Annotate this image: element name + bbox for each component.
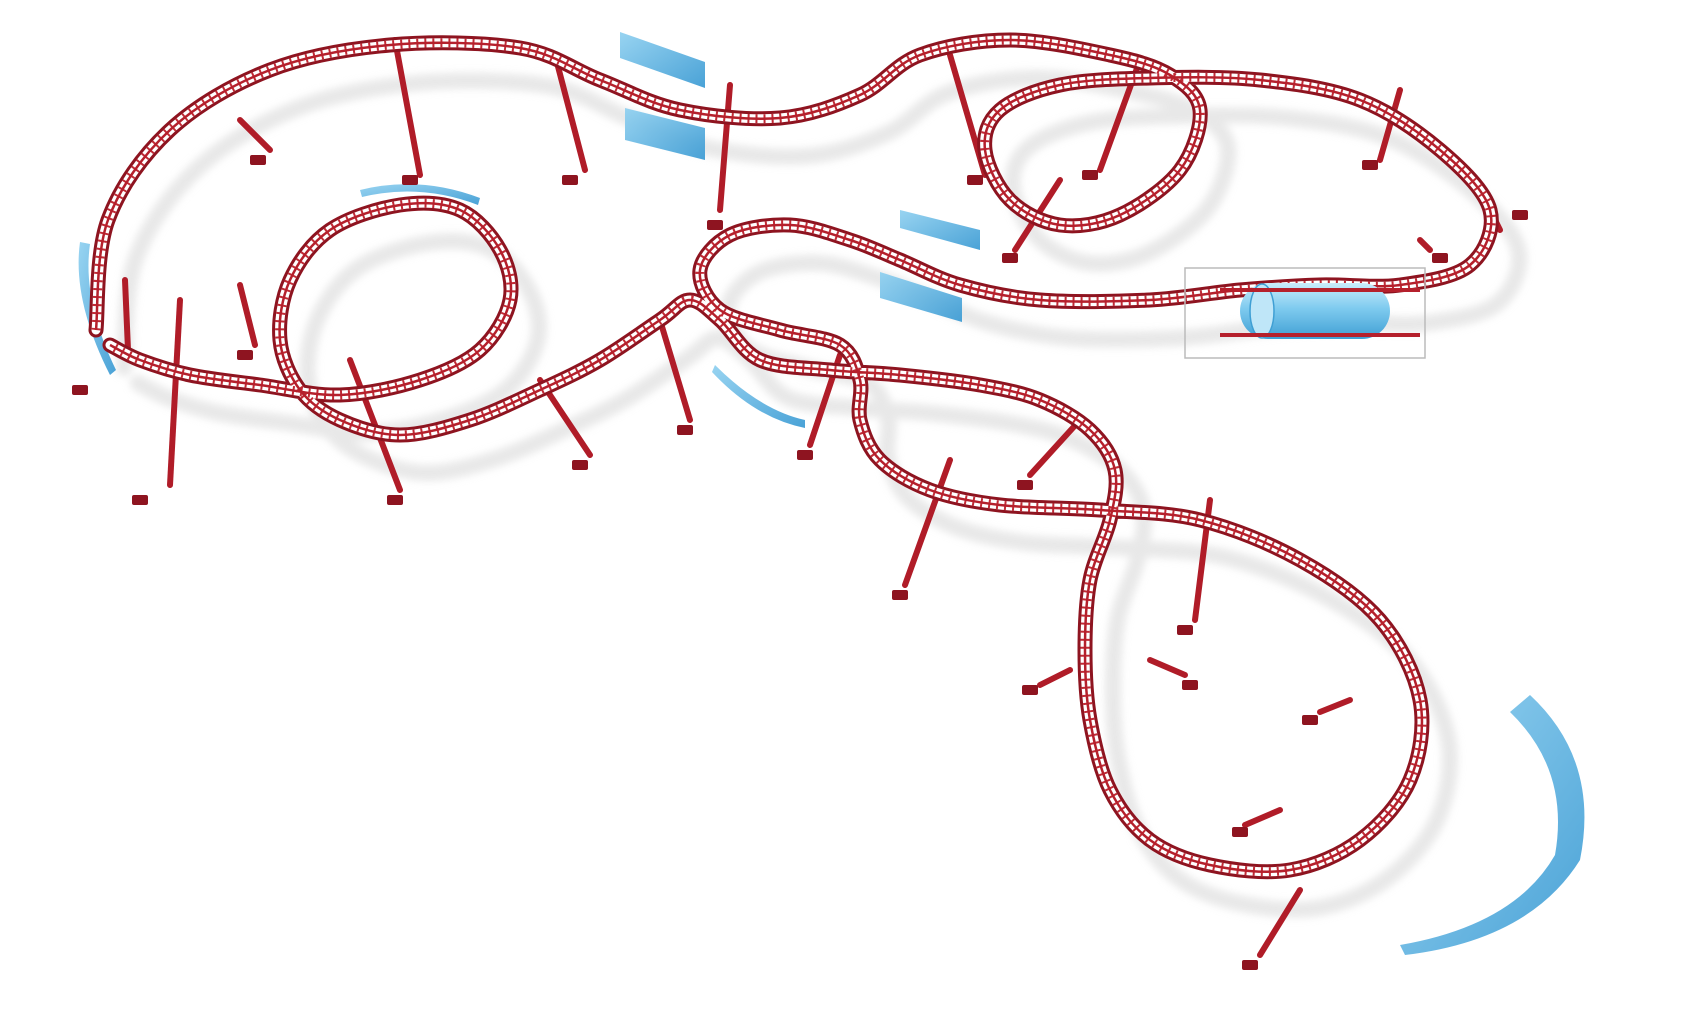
support-footing-16 xyxy=(892,590,908,600)
support-column-2 xyxy=(167,297,183,488)
guard-panel-1 xyxy=(78,242,116,375)
support-footing-19 xyxy=(1242,960,1258,970)
support-footing-2 xyxy=(132,495,148,505)
support-column-4 xyxy=(392,37,423,178)
guard-panel-3 xyxy=(620,32,705,88)
tunnel-cylinder xyxy=(1240,283,1390,339)
support-footing-6 xyxy=(707,220,723,230)
tunnel-opening xyxy=(1249,283,1275,339)
support-footing-22 xyxy=(1022,685,1038,695)
guard-panel-8 xyxy=(1400,695,1585,955)
track-spine xyxy=(94,38,1493,873)
support-footing-13 xyxy=(572,460,588,470)
blue-guard-panels xyxy=(78,32,1585,955)
support-column-3 xyxy=(237,117,273,153)
guard-panel-5 xyxy=(900,210,980,250)
support-column-14 xyxy=(657,317,693,423)
support-footing-24 xyxy=(1002,253,1018,263)
support-columns xyxy=(72,37,1528,970)
support-footing-20 xyxy=(1232,827,1248,837)
support-column-17 xyxy=(1027,417,1083,478)
guard-panel-2 xyxy=(360,184,480,205)
support-footing-12 xyxy=(387,495,403,505)
support-footing-17 xyxy=(1017,480,1033,490)
support-footing-5 xyxy=(562,175,578,185)
support-footing-18 xyxy=(1177,625,1193,635)
track-ties xyxy=(91,35,1496,877)
support-column-6 xyxy=(717,82,733,213)
support-footing-14 xyxy=(677,425,693,435)
support-column-5 xyxy=(552,52,588,173)
support-footing-7 xyxy=(967,175,983,185)
support-footing-23 xyxy=(1182,680,1198,690)
guard-panel-7 xyxy=(712,365,805,428)
support-column-22 xyxy=(1037,667,1073,688)
guard-panel-6 xyxy=(880,272,962,322)
support-footing-1 xyxy=(72,385,88,395)
track-outer-rail xyxy=(88,32,1499,880)
support-footing-15 xyxy=(797,450,813,460)
support-footing-11 xyxy=(237,350,253,360)
support-column-23 xyxy=(1147,657,1188,678)
support-footing-21 xyxy=(1302,715,1318,725)
track-shadow xyxy=(116,70,1528,918)
support-column-9 xyxy=(1377,87,1403,163)
support-footing-4 xyxy=(402,175,418,185)
support-footing-10 xyxy=(1512,210,1528,220)
guard-panel-4 xyxy=(625,108,705,160)
ground-shadow xyxy=(116,70,1528,918)
support-column-20 xyxy=(1242,807,1283,828)
support-footing-3 xyxy=(250,155,266,165)
track-gap xyxy=(91,35,1496,877)
support-column-19 xyxy=(1257,887,1303,958)
support-column-21 xyxy=(1317,697,1353,715)
tunnel-rails xyxy=(1220,288,1420,337)
track-rails xyxy=(88,32,1499,880)
support-footing-8 xyxy=(1082,170,1098,180)
support-column-16 xyxy=(902,457,953,588)
support-column-1 xyxy=(122,277,131,353)
support-footing-25 xyxy=(1432,253,1448,263)
tunnel-frame xyxy=(1184,267,1426,359)
support-footing-9 xyxy=(1362,160,1378,170)
support-column-11 xyxy=(237,282,258,348)
support-column-25 xyxy=(1417,237,1433,253)
launch-tunnel xyxy=(1184,267,1426,359)
